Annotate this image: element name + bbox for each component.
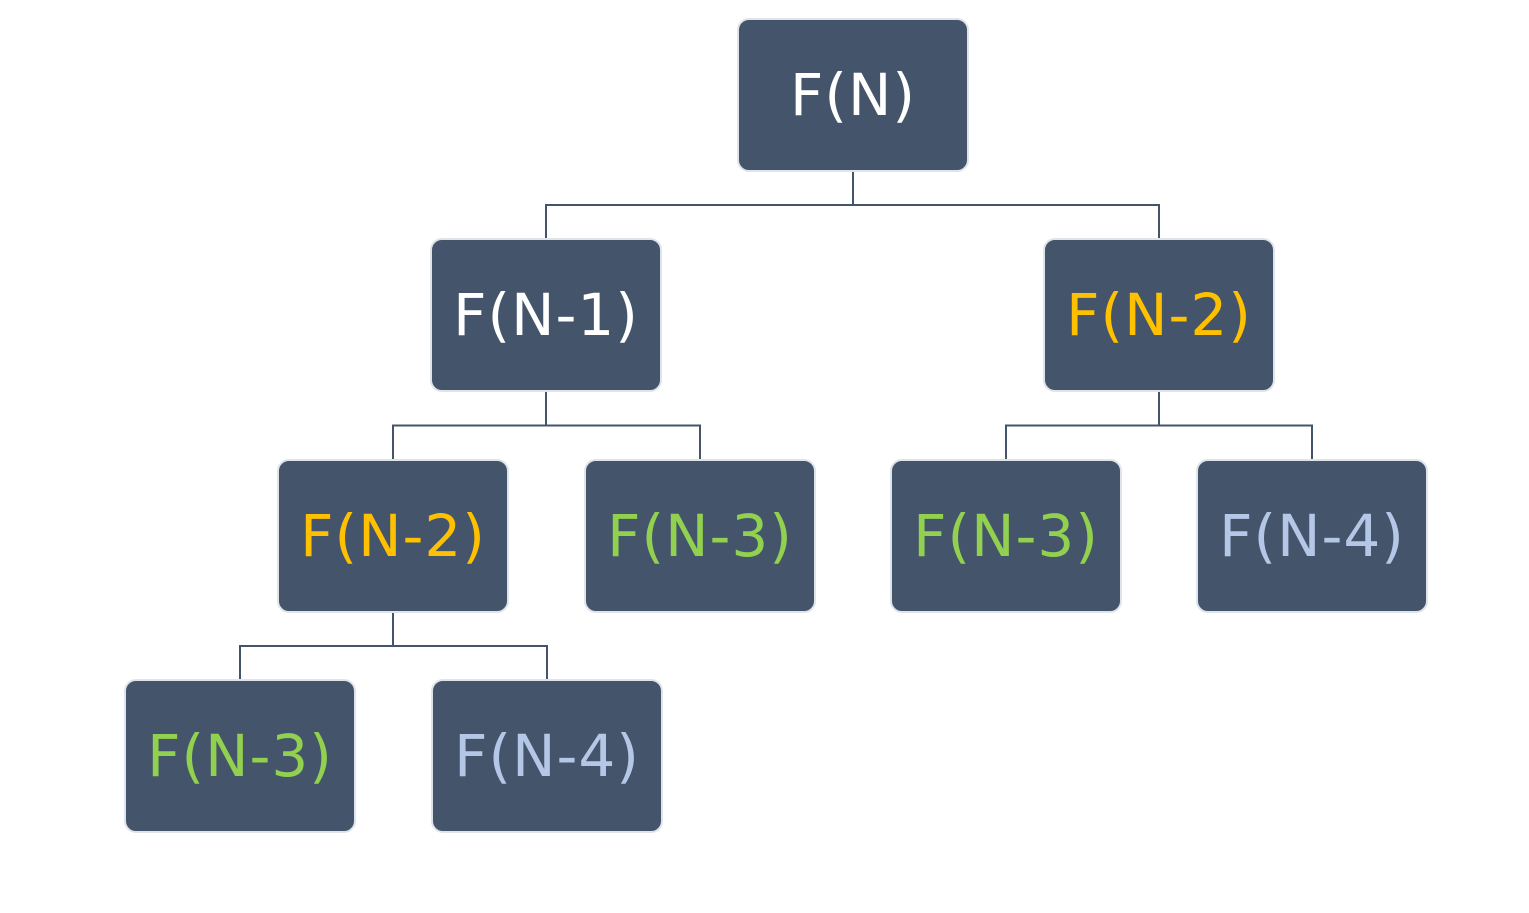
node-left-right: F(N-3) bbox=[584, 459, 816, 613]
node-left: F(N-1) bbox=[430, 238, 662, 392]
node-left-left-label: F(N-2) bbox=[300, 502, 486, 570]
node-right-right: F(N-4) bbox=[1196, 459, 1428, 613]
connector-ll-llr bbox=[392, 613, 548, 679]
node-right-left-label: F(N-3) bbox=[913, 502, 1099, 570]
connector-r-rl bbox=[1005, 392, 1160, 459]
node-left-right-label: F(N-3) bbox=[607, 502, 793, 570]
node-left-left: F(N-2) bbox=[277, 459, 509, 613]
connector-r-rr bbox=[1158, 392, 1313, 459]
node-root-label: F(N) bbox=[789, 61, 916, 129]
node-left-left-right: F(N-4) bbox=[431, 679, 663, 833]
connector-root-l bbox=[545, 172, 854, 238]
connector-root-r bbox=[852, 172, 1160, 238]
node-left-left-right-label: F(N-4) bbox=[454, 722, 640, 790]
node-root: F(N) bbox=[737, 18, 969, 172]
node-left-left-left-label: F(N-3) bbox=[147, 722, 333, 790]
node-right-right-label: F(N-4) bbox=[1219, 502, 1405, 570]
node-left-label: F(N-1) bbox=[453, 281, 639, 349]
node-left-left-left: F(N-3) bbox=[124, 679, 356, 833]
connector-ll-lll bbox=[239, 613, 394, 679]
node-right-label: F(N-2) bbox=[1066, 281, 1252, 349]
connector-l-ll bbox=[392, 392, 547, 459]
connector-l-lr bbox=[545, 392, 701, 459]
node-right: F(N-2) bbox=[1043, 238, 1275, 392]
node-right-left: F(N-3) bbox=[890, 459, 1122, 613]
